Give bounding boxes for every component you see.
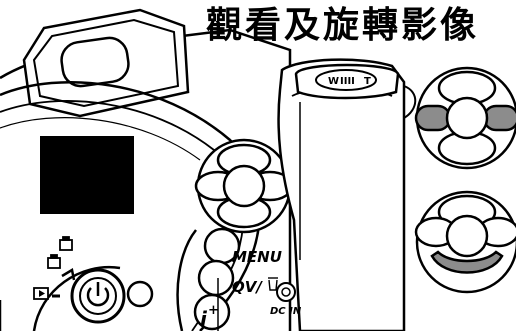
info-plus-label: + [208, 303, 219, 318]
zoom-lever[interactable] [294, 63, 400, 100]
svg-text:IIII: IIII [340, 76, 355, 87]
dc-in-port [276, 282, 296, 302]
dc-in-label: DC IN [270, 306, 302, 317]
mode-dial[interactable] [32, 265, 154, 331]
trash-icon [268, 277, 278, 291]
power-icon [86, 282, 110, 307]
page-title: 觀看及旋轉影像 [206, 5, 480, 46]
side-buttons[interactable] [176, 227, 241, 331]
camera-controller[interactable] [194, 138, 294, 234]
zoom-label: W IIII T [328, 76, 371, 87]
controller-down-highlight [414, 190, 516, 294]
qv-delete-button[interactable] [197, 259, 235, 297]
lcd-screen [40, 136, 134, 214]
svg-text:T: T [364, 76, 371, 87]
mode-indicator [61, 268, 76, 281]
camera-icon [47, 236, 73, 269]
info-button[interactable] [193, 293, 231, 331]
menu-label: MENU [232, 248, 282, 266]
camera-grip [277, 58, 417, 331]
info-label: i [200, 307, 208, 331]
qv-label: QV/ [232, 278, 263, 296]
play-icon [33, 287, 60, 300]
svg-text:W: W [328, 76, 339, 87]
controller-left-right-highlight [414, 66, 516, 170]
viewfinder [22, 8, 190, 118]
